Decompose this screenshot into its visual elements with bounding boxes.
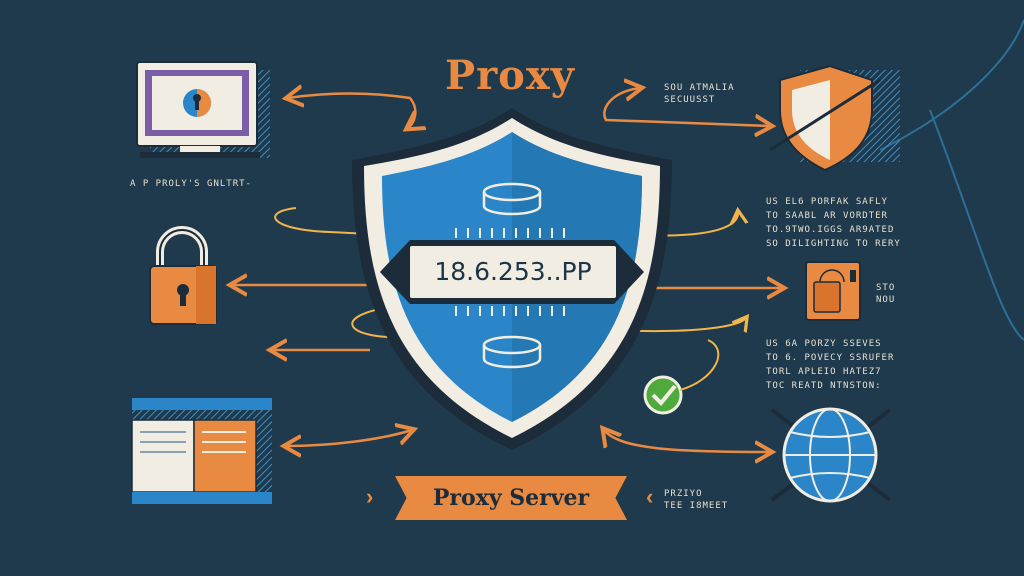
server-rack-icon	[131, 398, 272, 504]
caption-right-small-line1: STO	[876, 283, 896, 293]
router-device-icon	[805, 261, 861, 321]
ip-address-label: 18.6.253..PP	[410, 246, 616, 298]
security-shield-icon	[769, 64, 900, 172]
padlock-icon	[149, 226, 217, 325]
caption-top-right-line2: SECUUSST	[664, 95, 716, 105]
caption-bottom-right-line1: PRZIYO	[664, 489, 703, 499]
green-check-badge-icon	[643, 339, 720, 415]
background-curve-2	[929, 109, 1024, 341]
connection-arrows	[232, 88, 782, 452]
caption-right-low-line2: TO 6. POVECY SSRUFER	[766, 353, 895, 363]
caption-right-low-line3: TORL APLEIO HATEZ7	[766, 367, 882, 377]
page-title: Proxy	[445, 52, 575, 99]
caption-top-right-line1: SOU ATMALIA	[664, 83, 735, 93]
globe-icon	[770, 407, 892, 503]
monitor-with-keyhole-icon	[136, 61, 270, 158]
caption-right-small-line2: NOU	[876, 295, 896, 305]
background-curve	[879, 19, 1024, 151]
caption-right-low-line4: TOC REATD NTNSTON:	[766, 381, 882, 391]
banner-left-chevron-icon: ›	[366, 484, 374, 509]
banner-right-chevron-icon: ‹	[646, 484, 654, 509]
caption-top-left: A P PROLY'S GNLTRT-	[130, 179, 252, 189]
proxy-server-banner: Proxy Server	[395, 476, 627, 520]
caption-right-mid-line2: TO SAABL AR VORDTER	[766, 211, 888, 221]
caption-right-low-line1: US 6A PORZY SSEVES	[766, 339, 882, 349]
caption-right-mid-line3: TO.9TWO.IGGS AR9ATED	[766, 225, 895, 235]
caption-right-mid-line1: US EL6 PORFAK SAFLY	[766, 197, 888, 207]
caption-bottom-right-line2: TEE I8MEET	[664, 501, 729, 511]
caption-right-mid-line4: SO DILIGHTING TO RERY	[766, 239, 901, 249]
